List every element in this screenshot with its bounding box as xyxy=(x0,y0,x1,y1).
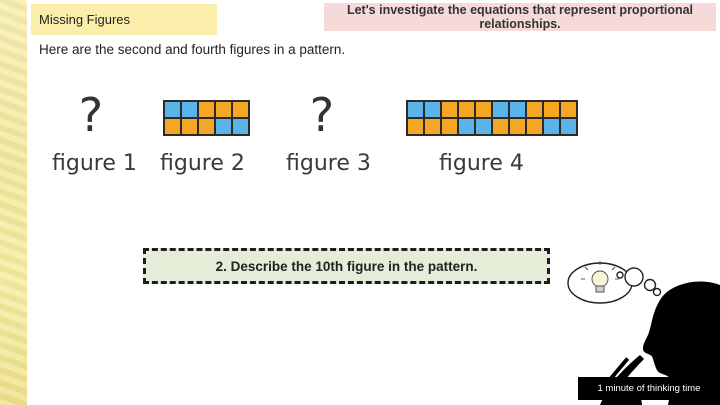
thinking-person-icon xyxy=(567,261,720,405)
orange-tile xyxy=(165,119,180,134)
figure-1-label: figure 1 xyxy=(52,151,137,176)
orange-tile xyxy=(544,102,559,117)
question-mark-figure-3: ? xyxy=(309,88,335,142)
intro-text: Here are the second and fourth figures i… xyxy=(39,42,346,57)
orange-tile xyxy=(561,102,576,117)
blue-tile xyxy=(561,119,576,134)
orange-tile xyxy=(408,119,423,134)
blue-tile xyxy=(459,119,474,134)
learning-goal-text: Let's investigate the equations that rep… xyxy=(346,3,694,31)
figure-2-label: figure 2 xyxy=(160,151,245,176)
blue-tile xyxy=(408,102,423,117)
blue-tile xyxy=(216,119,231,134)
decorative-side-strip xyxy=(0,0,27,405)
orange-tile xyxy=(510,119,525,134)
orange-tile xyxy=(442,102,457,117)
thought-bubble-icon xyxy=(567,262,662,304)
figure-4-grid xyxy=(406,100,578,136)
blue-tile xyxy=(510,102,525,117)
blue-tile xyxy=(182,102,197,117)
blue-tile xyxy=(493,102,508,117)
blue-tile xyxy=(165,102,180,117)
figure-3-label: figure 3 xyxy=(286,151,371,176)
blue-tile xyxy=(476,119,491,134)
blue-tile xyxy=(425,102,440,117)
question-prompt-box: 2. Describe the 10th figure in the patte… xyxy=(143,248,550,284)
figure-4-label: figure 4 xyxy=(439,151,524,176)
thinking-time-label: 1 minute of thinking time xyxy=(597,383,701,394)
orange-tile xyxy=(476,102,491,117)
learning-goal-box: Let's investigate the equations that rep… xyxy=(324,3,716,31)
orange-tile xyxy=(527,102,542,117)
question-mark-figure-1: ? xyxy=(78,88,104,142)
orange-tile xyxy=(527,119,542,134)
blue-tile xyxy=(233,119,248,134)
topic-title: Missing Figures xyxy=(39,12,131,27)
thinking-time-banner: 1 minute of thinking time xyxy=(578,377,720,400)
figure-3: ? xyxy=(307,92,337,138)
orange-tile xyxy=(216,102,231,117)
topic-title-box: Missing Figures xyxy=(31,4,217,35)
orange-tile xyxy=(442,119,457,134)
blue-tile xyxy=(544,119,559,134)
figure-2-grid xyxy=(163,100,250,136)
figure-1: ? xyxy=(76,92,106,138)
orange-tile xyxy=(459,102,474,117)
orange-tile xyxy=(233,102,248,117)
orange-tile xyxy=(199,102,214,117)
orange-tile xyxy=(199,119,214,134)
orange-tile xyxy=(493,119,508,134)
lightbulb-icon xyxy=(581,261,619,293)
orange-tile xyxy=(425,119,440,134)
orange-tile xyxy=(182,119,197,134)
question-text: 2. Describe the 10th figure in the patte… xyxy=(215,258,478,274)
